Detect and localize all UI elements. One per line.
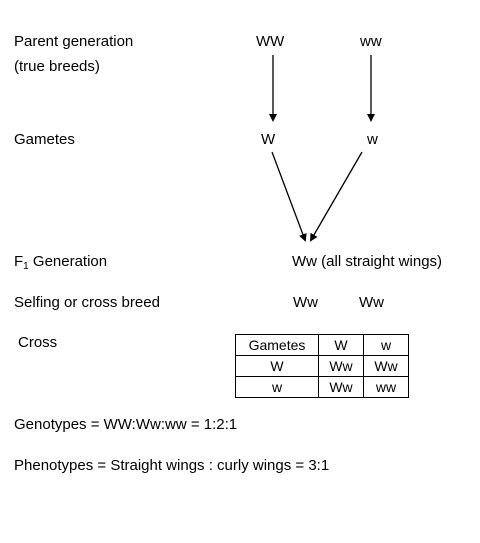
punnett-row-gamete: W xyxy=(235,355,319,377)
selfing-left: Ww xyxy=(293,294,318,311)
phenotype-ratio: Phenotypes = Straight wings : curly wing… xyxy=(14,457,330,474)
arrow-gamete-left xyxy=(271,151,307,242)
punnett-cell: Ww xyxy=(318,376,364,398)
f1-generation-label: F1 Generation xyxy=(14,253,108,272)
punnett-row: w Ww ww xyxy=(235,376,409,398)
parent-right-genotype: ww xyxy=(360,33,382,50)
punnett-cell: Ww xyxy=(363,355,409,377)
selfing-right: Ww xyxy=(359,294,384,311)
true-breeds-label: (true breeds) xyxy=(14,58,100,75)
gamete-right: w xyxy=(367,131,378,148)
punnett-cell: Ww xyxy=(318,355,364,377)
punnett-header-w: w xyxy=(363,334,409,356)
arrow-gamete-right xyxy=(309,151,363,242)
genotype-ratio: Genotypes = WW:Ww:ww = 1:2:1 xyxy=(14,416,238,433)
gamete-left: W xyxy=(261,131,276,148)
punnett-header-row: Gametes W w xyxy=(235,334,409,356)
punnett-square: Gametes W w W Ww Ww w Ww ww xyxy=(235,334,409,398)
punnett-row: W Ww Ww xyxy=(235,355,409,377)
punnett-header-W: W xyxy=(318,334,364,356)
cross-label: Cross xyxy=(18,334,58,351)
gametes-label: Gametes xyxy=(14,131,75,148)
punnett-cell: ww xyxy=(363,376,409,398)
punnett-header-gametes: Gametes xyxy=(235,334,319,356)
parent-left-genotype: WW xyxy=(256,33,285,50)
punnett-row-gamete: w xyxy=(235,376,319,398)
selfing-label: Selfing or cross breed xyxy=(14,294,160,311)
parent-generation-label: Parent generation xyxy=(14,33,134,50)
f1-result: Ww (all straight wings) xyxy=(292,253,443,270)
